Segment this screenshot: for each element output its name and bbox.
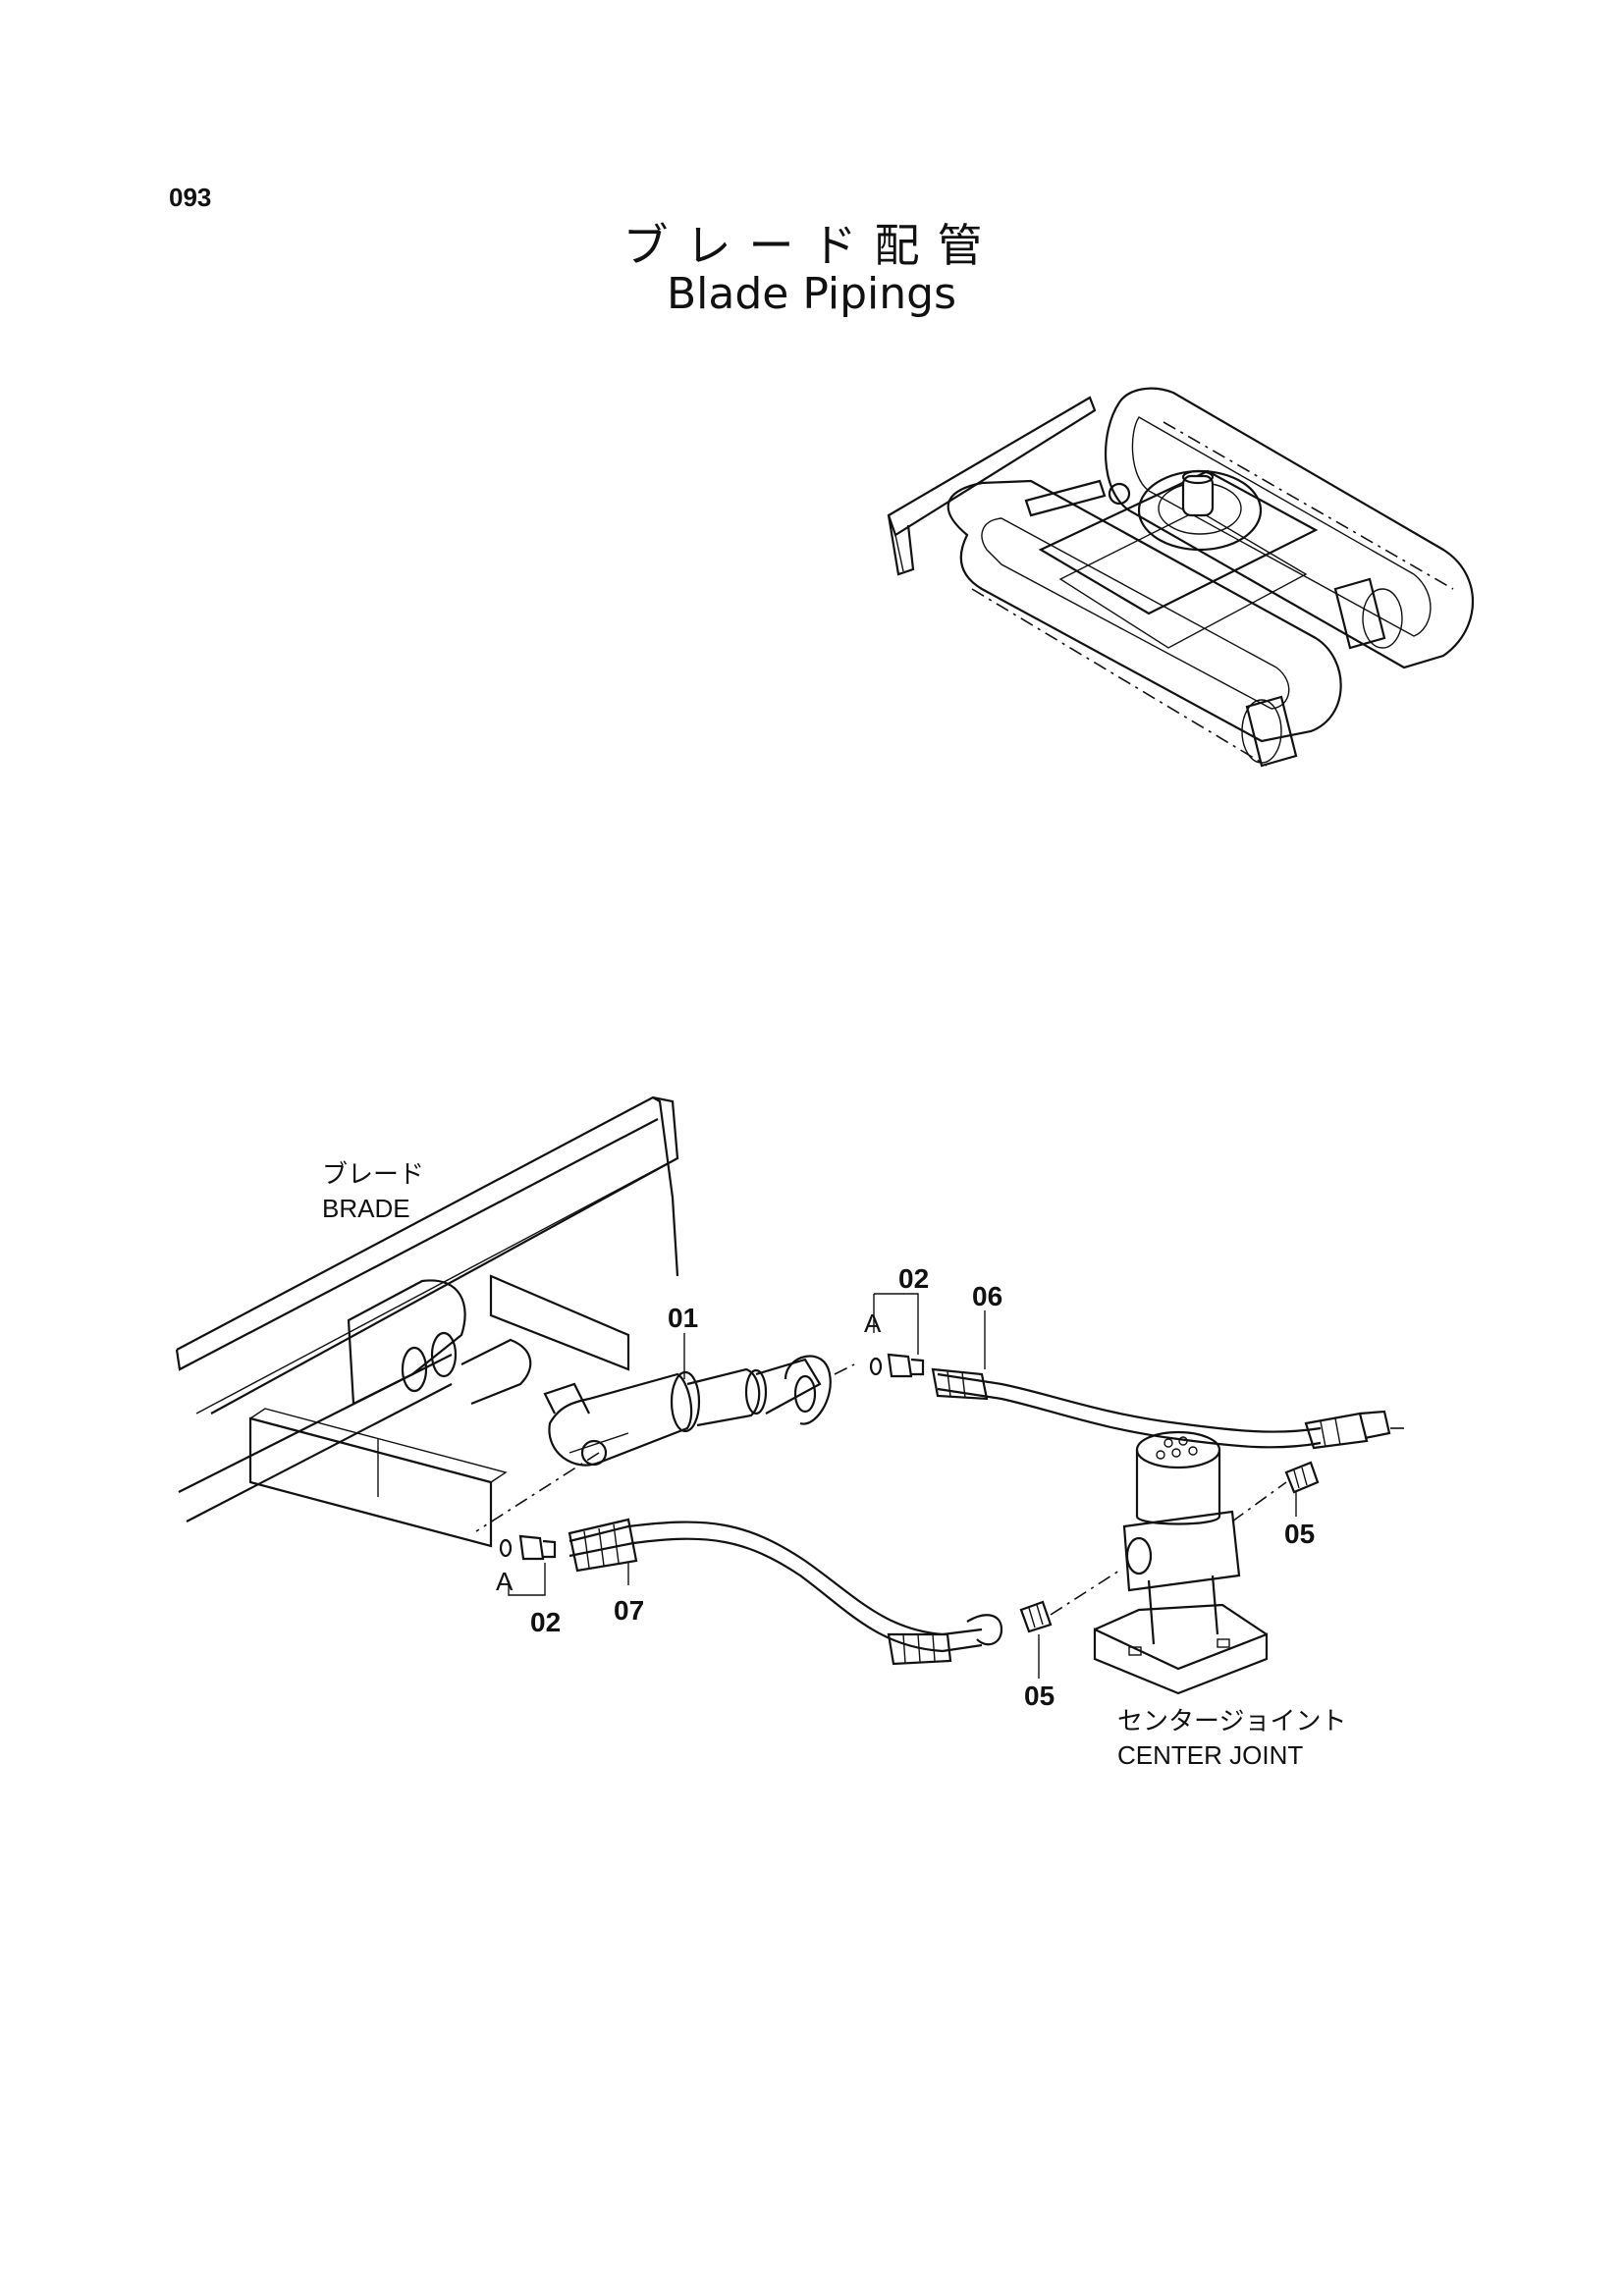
center-joint-label-jp: センタージョイント: [1117, 1706, 1346, 1735]
assembly-leader-lines: [475, 1363, 1404, 1616]
callout-01: 01: [668, 1303, 698, 1333]
callout-02-bottom: 02: [530, 1607, 561, 1637]
fitting-05-right: [1284, 1461, 1320, 1494]
callout-06: 06: [972, 1281, 1002, 1311]
center-joint-illustration: [1093, 1430, 1269, 1695]
fitting-02-top: [869, 1353, 925, 1378]
blade-cylinder-01: [543, 1355, 832, 1467]
center-joint-label-en: CENTER JOINT: [1117, 1740, 1303, 1770]
callout-05-right: 05: [1284, 1519, 1315, 1549]
fitting-05-bottom: [1019, 1600, 1053, 1633]
hose-06: [931, 1367, 1391, 1450]
undercarriage-overview-illustration: [887, 387, 1474, 768]
title-japanese: ブレード配管: [622, 219, 1001, 272]
callout-02-top: 02: [898, 1263, 929, 1294]
hose-07: [568, 1518, 1003, 1666]
title-english: Blade Pipings: [666, 269, 957, 319]
blade-illustration: [175, 1095, 679, 1548]
callout-leaders: [508, 1293, 1297, 1679]
detail-a-bottom: A: [496, 1567, 514, 1596]
page-number: 093: [169, 183, 212, 212]
callout-07: 07: [614, 1595, 644, 1626]
fitting-02-bottom: [499, 1534, 557, 1561]
blade-label-en: BRADE: [322, 1194, 410, 1223]
callout-05-bottom: 05: [1024, 1681, 1055, 1711]
blade-label-jp: ブレード: [322, 1159, 424, 1189]
detail-a-top: A: [864, 1308, 882, 1338]
